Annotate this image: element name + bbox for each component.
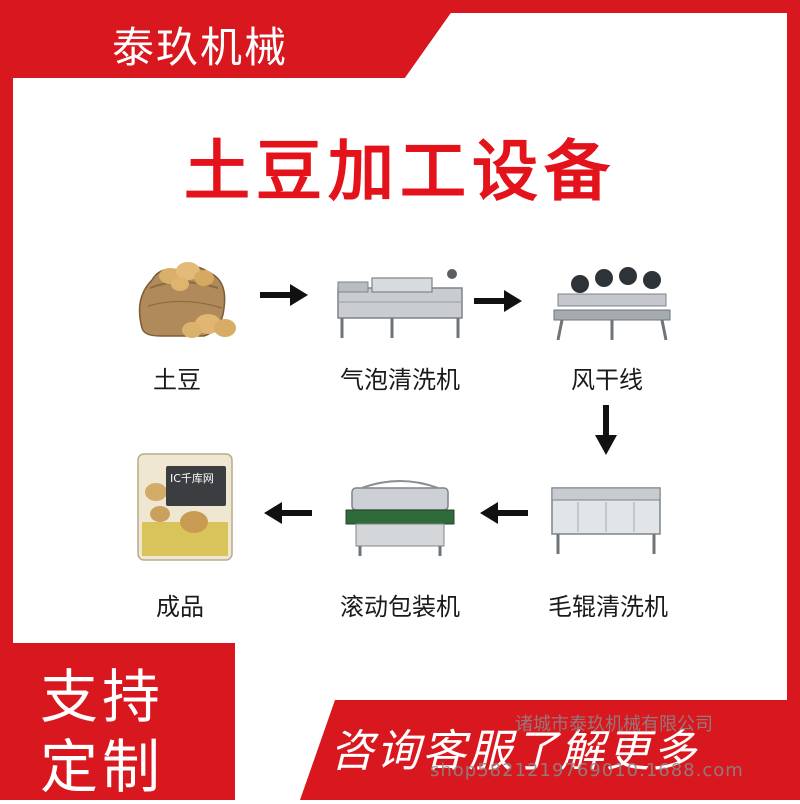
watermark-company: 诸城市泰玖机械有限公司: [515, 714, 713, 735]
vacuum-packing-machine-icon: [342, 478, 458, 562]
page-title: 土豆加工设备: [184, 132, 616, 210]
arrow-right-icon: [474, 290, 522, 312]
step-label: 气泡清洗机: [340, 366, 460, 394]
badge-line2: 定制: [40, 733, 165, 801]
step-label: 毛辊清洗机: [548, 593, 668, 621]
brush-roller-washer-icon: [548, 484, 664, 562]
bubble-washer-icon: [332, 262, 468, 346]
packaged-product-icon: IC千库网: [134, 452, 236, 562]
package-brand-text: IC千库网: [170, 472, 214, 485]
cta-banner: [300, 700, 800, 800]
step-label: 成品: [156, 593, 204, 621]
badge-line1: 支持: [40, 663, 165, 731]
arrow-left-icon: [264, 502, 312, 524]
brand-name: 泰玖机械: [112, 23, 289, 72]
brand-banner: [0, 0, 460, 78]
custom-badge: [0, 643, 235, 800]
arrow-right-icon: [260, 284, 308, 306]
watermark-shop: shop5821219769010.1688.com: [430, 760, 744, 781]
step-label: 滚动包装机: [340, 593, 460, 621]
potato-sack-icon: [130, 258, 240, 344]
arrow-down-icon: [595, 405, 617, 455]
cta-text: 咨询客服了解更多: [330, 726, 698, 777]
arrow-left-icon: [480, 502, 528, 524]
step-label: 土豆: [153, 366, 201, 394]
air-dry-line-icon: [552, 264, 672, 348]
step-label: 风干线: [571, 366, 643, 394]
